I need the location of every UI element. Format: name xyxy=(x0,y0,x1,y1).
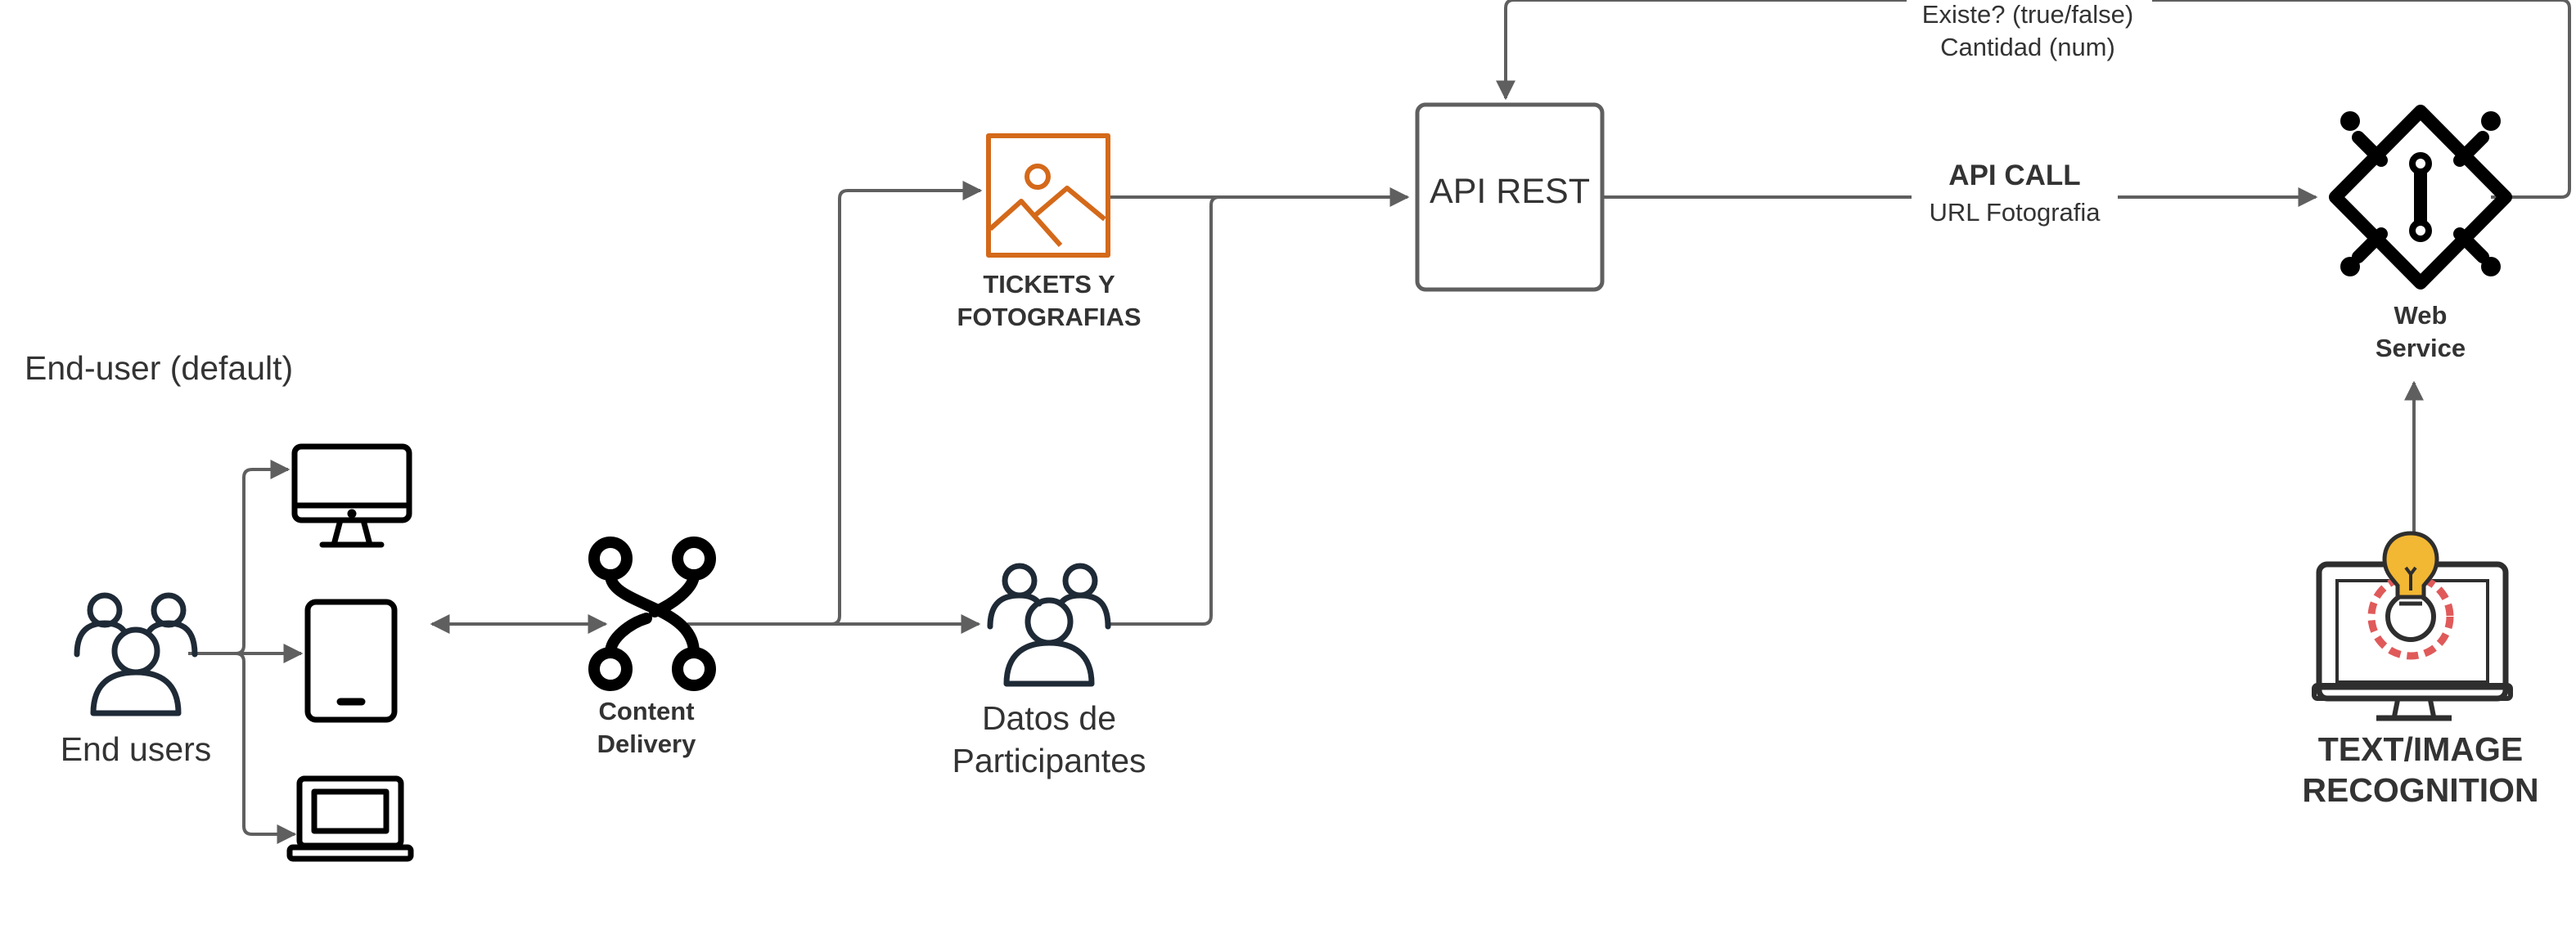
image-icon xyxy=(986,133,1110,258)
end-users-icon xyxy=(74,592,198,716)
edge-participants-to-api xyxy=(1106,195,1220,626)
participants-icon xyxy=(987,563,1111,687)
connectors xyxy=(188,0,2571,844)
content-delivery-label-line1: Content xyxy=(598,697,694,725)
edge-delivery-to-tickets xyxy=(687,181,983,626)
participants-label-line1: Datos de xyxy=(982,699,1116,737)
edge-labels: API CALL URL Fotografia Existe? (true/fa… xyxy=(1907,0,2152,230)
content-delivery-icon xyxy=(588,537,716,691)
content-delivery-label-line2: Delivery xyxy=(597,730,696,758)
api-call-sublabel: URL Fotografia xyxy=(1929,198,2101,227)
web-service-icon xyxy=(2329,105,2512,290)
laptop-icon xyxy=(286,775,414,862)
end-users-label: End users xyxy=(61,730,212,768)
lightbulb-icon xyxy=(2382,531,2439,599)
web-service-label-line1: Web xyxy=(2394,301,2448,330)
group-title: End-user (default) xyxy=(25,349,293,387)
edge-users-to-laptop xyxy=(235,652,297,844)
api-rest-label: API REST xyxy=(1430,172,1590,211)
response-label-quantity: Cantidad (num) xyxy=(1940,33,2115,61)
tickets-label-line2: FOTOGRAFIAS xyxy=(957,303,1141,331)
recognition-label-line1: TEXT/IMAGE xyxy=(2318,730,2524,768)
api-call-label: API CALL xyxy=(1948,159,2080,191)
tablet-icon xyxy=(304,599,398,723)
api-rest-box xyxy=(1415,102,1605,292)
web-service-label-line2: Service xyxy=(2376,334,2466,362)
edge-users-to-desktop xyxy=(188,460,290,655)
desktop-icon xyxy=(291,443,412,548)
recognition-icon xyxy=(2312,531,2513,721)
participants-label-line2: Participantes xyxy=(952,742,1146,779)
response-label-exists: Existe? (true/false) xyxy=(1922,0,2133,29)
tickets-label-line1: TICKETS Y xyxy=(983,270,1115,299)
edge-response xyxy=(1496,0,2571,199)
web-service-nodes xyxy=(2340,111,2501,276)
web-service-inner xyxy=(2409,152,2432,242)
recognition-label-line2: RECOGNITION xyxy=(2302,771,2538,809)
